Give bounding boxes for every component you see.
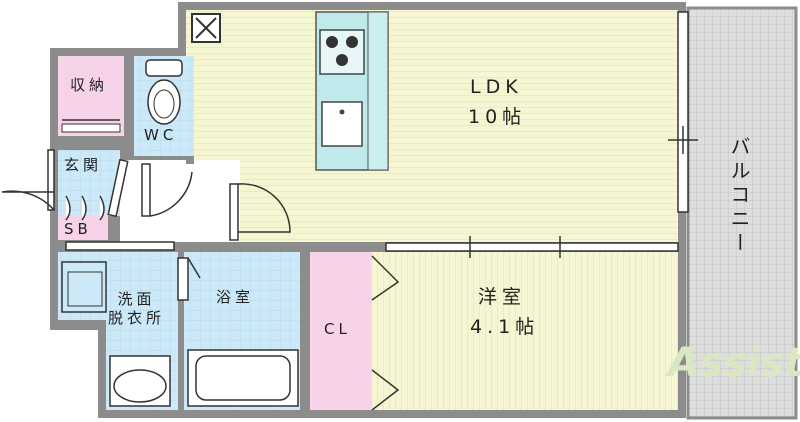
washbasin-icon: [109, 355, 171, 407]
bathtub-icon: [187, 349, 299, 407]
closet-label: CL: [324, 320, 351, 338]
bathroom-door: [177, 257, 201, 301]
storage-floor: [58, 56, 124, 136]
ldk-label: LDK: [470, 76, 523, 98]
western-room-label: 洋室: [478, 286, 527, 308]
washing-machine-icon: [61, 261, 107, 313]
shoebox-label: SB: [64, 220, 92, 238]
entrance-step: [65, 195, 105, 221]
washroom-label: 洗面 脱衣所: [108, 290, 166, 327]
hall-doors: [107, 158, 291, 241]
washroom-sliding-door: [65, 241, 175, 251]
entrance-label: 玄関: [64, 156, 103, 174]
storage-shelf: [61, 119, 121, 133]
ldk-floor: [120, 10, 678, 242]
balcony: [686, 6, 798, 420]
sliding-door: [385, 236, 679, 258]
hallway-floor: [120, 160, 240, 242]
vent-fan-icon: [191, 13, 221, 43]
western-room-floor: [372, 252, 678, 410]
toilet-icon: [145, 59, 183, 125]
kitchen-counter-icon: [315, 11, 389, 171]
closet-floor: [310, 252, 372, 410]
storage-label: 収納: [70, 76, 109, 94]
wc-label: WC: [144, 126, 178, 144]
balcony-window: [668, 11, 698, 213]
assist-watermark-logo: Assist: [668, 340, 800, 386]
bathroom-label: 浴室: [216, 288, 255, 306]
entrance-door-icon: [1, 149, 55, 211]
closet-doors: [371, 255, 400, 411]
ldk-size: 10帖: [468, 106, 527, 128]
balcony-label: バルコニー: [727, 136, 751, 256]
western-room-size: 4.1帖: [470, 316, 540, 338]
